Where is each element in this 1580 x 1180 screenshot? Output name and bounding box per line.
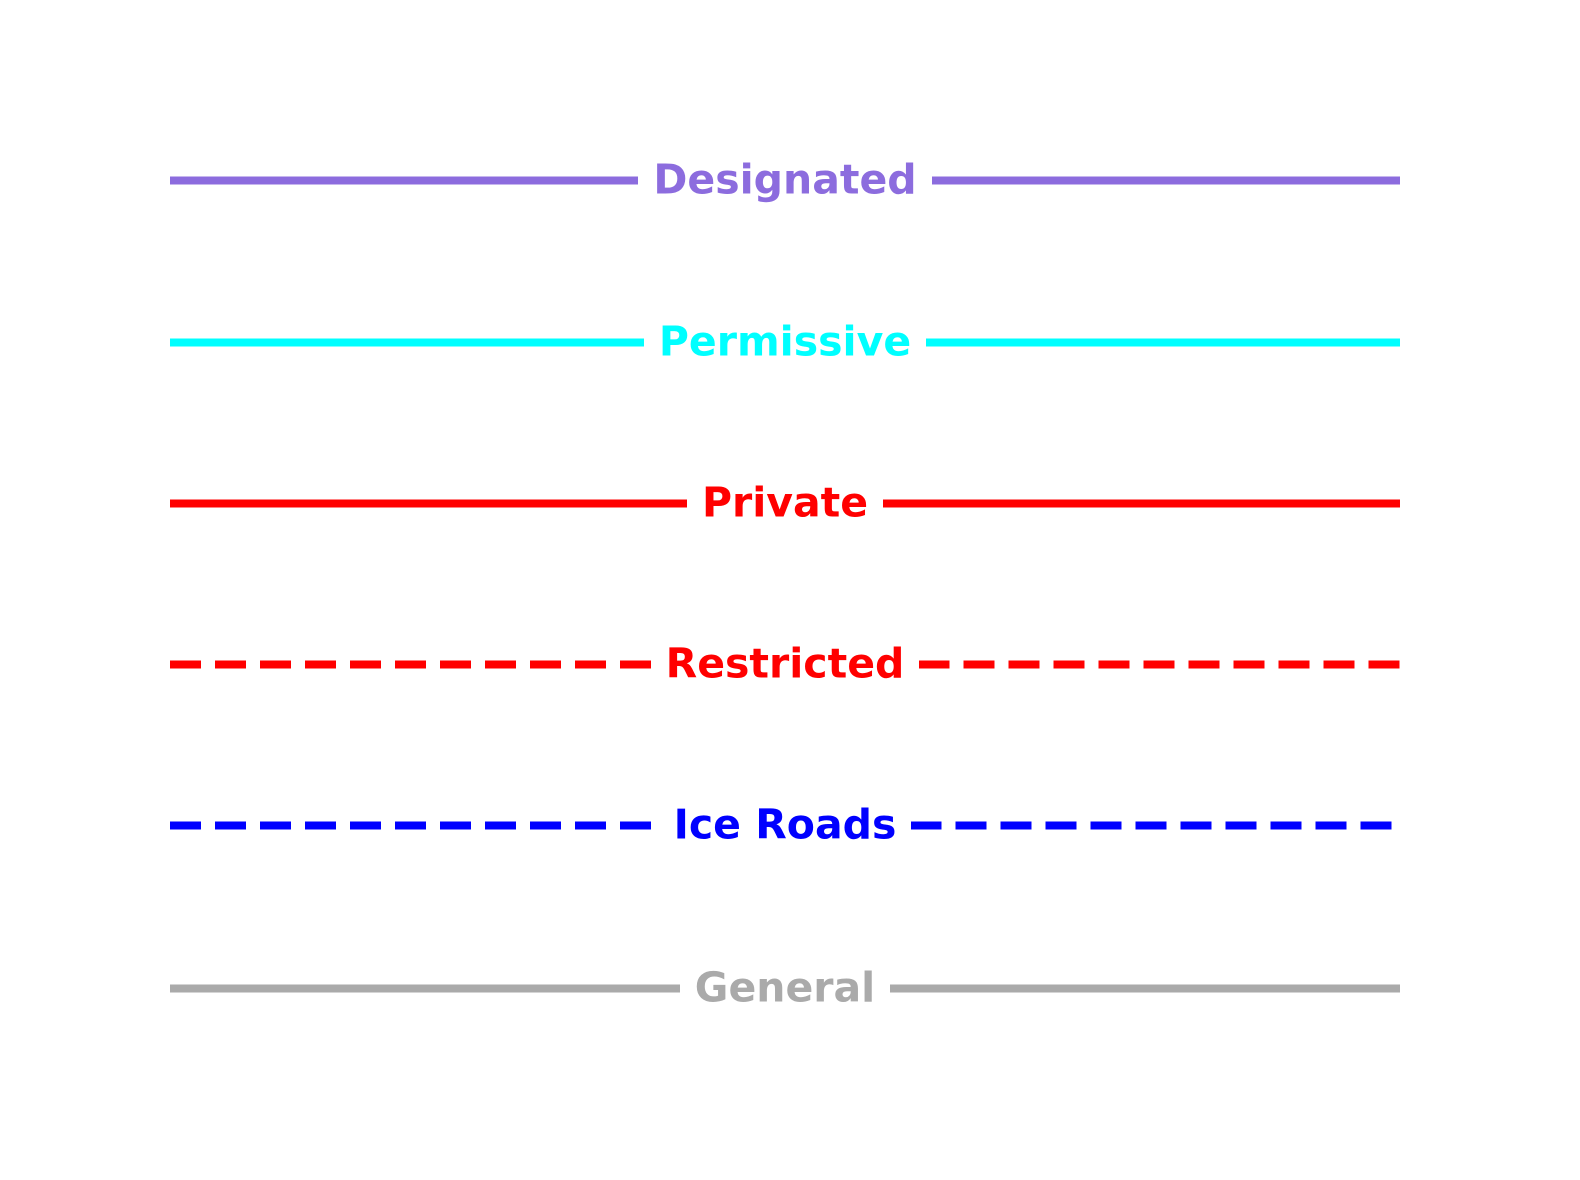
legend-line-sample-right-general — [890, 984, 1400, 992]
legend-row-restricted: Restricted — [170, 639, 1400, 688]
legend-line-sample-left-restricted — [170, 660, 651, 668]
legend-line-sample-left-private — [170, 499, 687, 507]
legend-line-sample-left-ice-roads — [170, 821, 659, 829]
legend-label-general: General — [694, 963, 876, 1012]
legend-label-restricted: Restricted — [665, 639, 905, 688]
legend-row-private: Private — [170, 478, 1400, 527]
legend-label-private: Private — [701, 478, 869, 527]
legend-line-sample-left-designated — [170, 176, 639, 184]
legend-label-permissive: Permissive — [658, 317, 912, 366]
legend-row-permissive: Permissive — [170, 317, 1400, 366]
legend-row-designated: Designated — [170, 155, 1401, 204]
legend-line-sample-right-private — [883, 499, 1400, 507]
legend-line-sample-right-designated — [931, 176, 1401, 184]
legend-row-ice-roads: Ice Roads — [170, 800, 1400, 849]
legend-line-sample-left-general — [170, 984, 680, 992]
legend-line-sample-left-permissive — [170, 338, 644, 346]
legend-row-general: General — [170, 963, 1400, 1012]
legend-line-sample-right-permissive — [926, 338, 1400, 346]
legend-line-sample-right-ice-roads — [911, 821, 1400, 829]
legend-label-designated: Designated — [653, 155, 917, 204]
legend-label-ice-roads: Ice Roads — [673, 800, 897, 849]
legend-line-sample-right-restricted — [919, 660, 1400, 668]
